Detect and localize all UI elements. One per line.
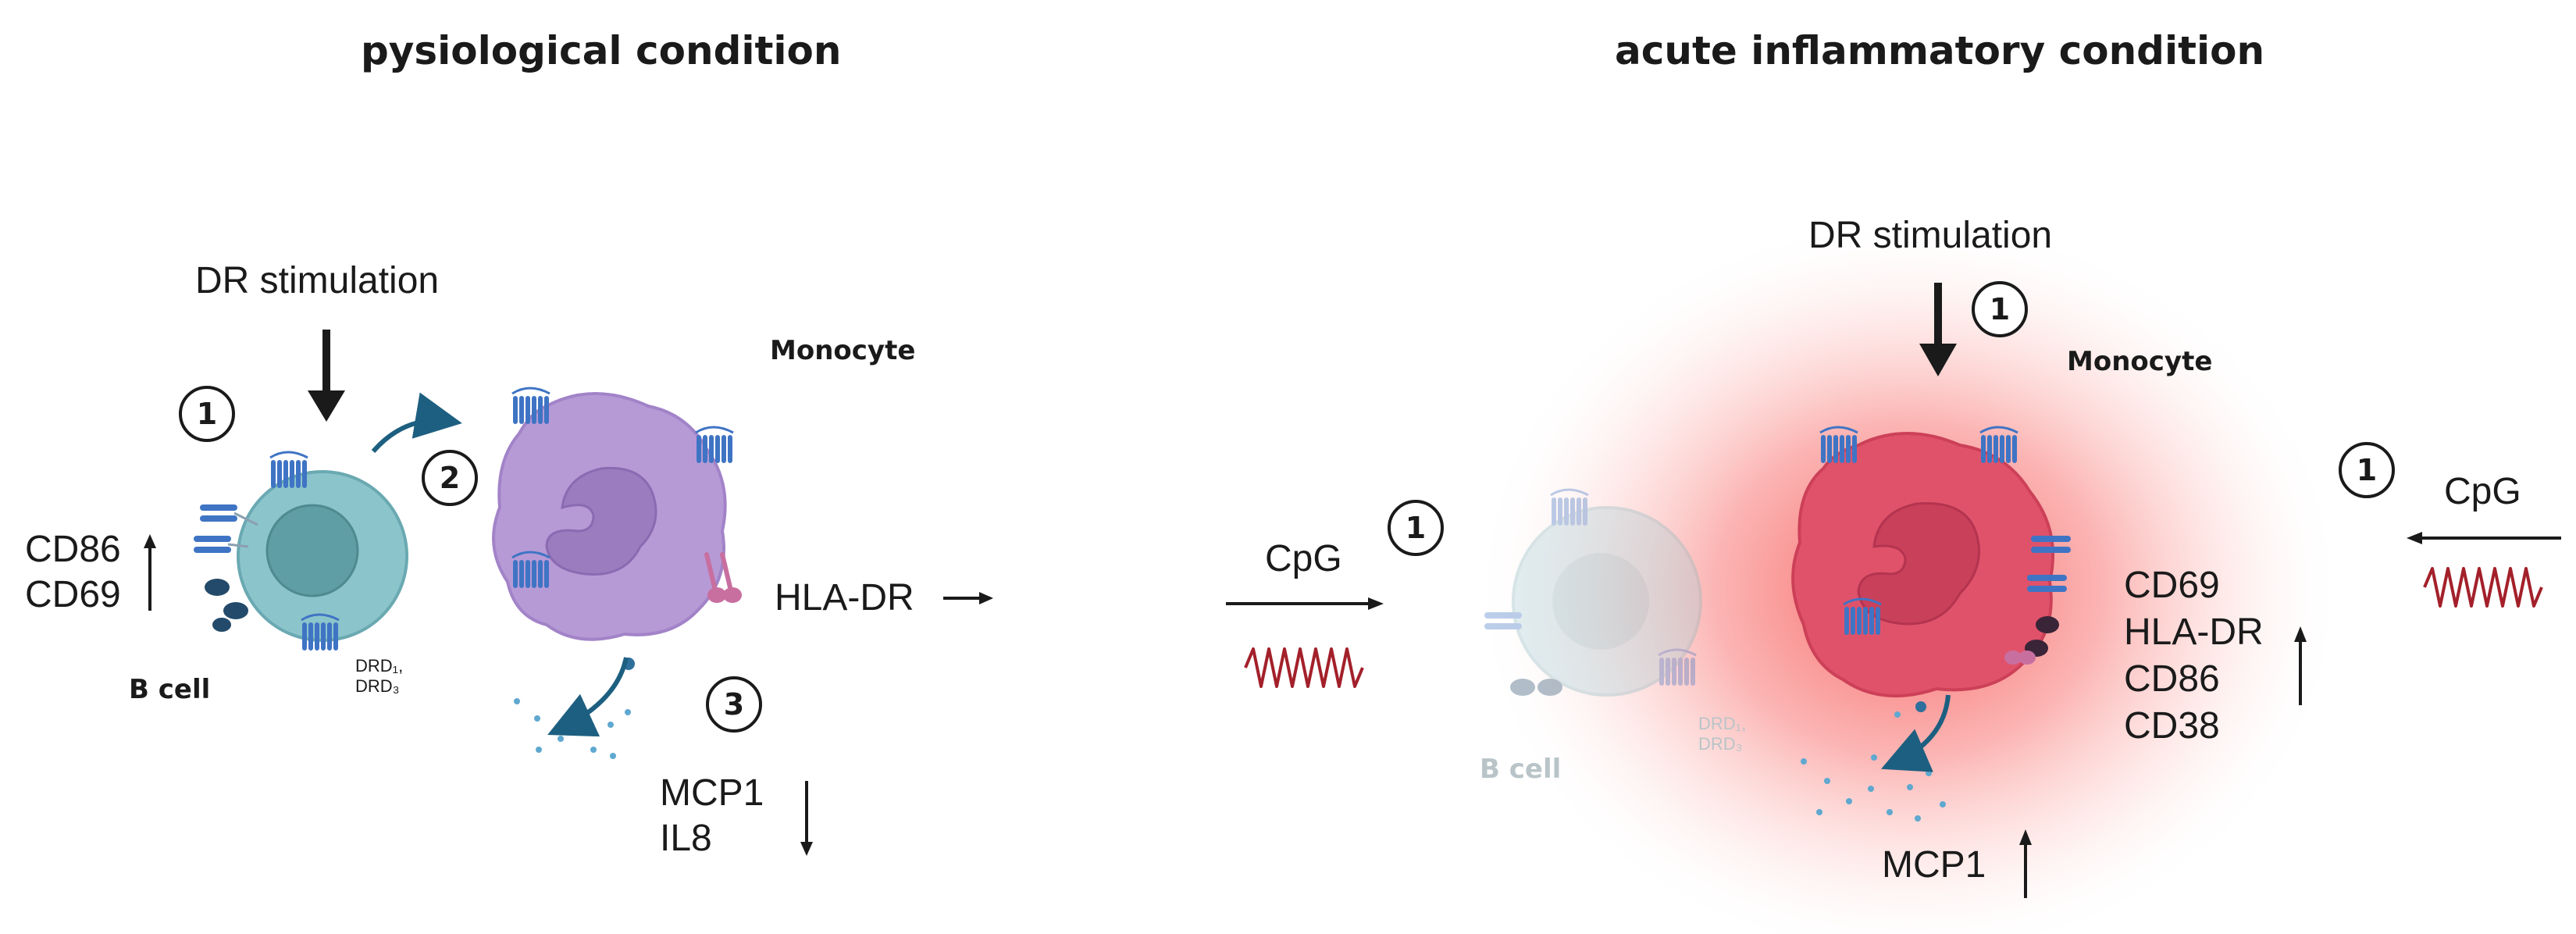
left-monocyte-marker: HLA-DR	[775, 577, 914, 619]
left-bcell-marker-1: CD86	[25, 529, 121, 570]
left-receptor-label-1: DRD₁,	[355, 656, 404, 676]
left-secretion-curve-arrow	[547, 657, 629, 737]
left-cytokine-2: IL8	[660, 818, 712, 859]
right-monocyte-label: Monocyte	[2067, 346, 2213, 377]
right-secreted-cytokines	[1801, 701, 1946, 822]
left-cytokine-arrow	[800, 781, 813, 856]
right-step-1-badge-right: 1	[2339, 442, 2395, 498]
left-stimulus-label: DR stimulation	[195, 260, 440, 301]
left-b-cell	[194, 452, 408, 648]
right-cpg-left-wave	[1244, 647, 1364, 688]
left-cytokine-1: MCP1	[660, 772, 764, 814]
left-receptor-label-2: DRD₃	[355, 676, 400, 696]
right-cytokine-arrow	[2019, 829, 2032, 898]
left-bcell-marker-2: CD69	[25, 574, 121, 615]
right-bcell-label: B cell	[1480, 754, 1562, 785]
right-cpg-right-wave	[2423, 567, 2543, 608]
left-bcell-marker-arrow	[144, 534, 156, 611]
right-monocyte-marker-arrow	[2294, 626, 2307, 705]
right-cytokine: MCP1	[1882, 844, 1986, 886]
left-step-1-badge: 1	[179, 386, 235, 442]
right-step-1-badge-top: 1	[1972, 281, 2028, 337]
left-signal-curve-arrow	[371, 392, 462, 453]
left-panel-title: pysiological condition	[361, 28, 842, 73]
right-monocyte-marker-2: HLA-DR	[2124, 611, 2264, 653]
right-cpg-right-label: CpG	[2444, 471, 2521, 512]
left-hla-arrow	[943, 592, 993, 604]
right-monocyte-marker-3: CD86	[2124, 658, 2220, 700]
left-step-3-badge: 3	[706, 676, 762, 733]
right-step-1-badge-left: 1	[1388, 500, 1444, 556]
left-monocyte-label: Monocyte	[770, 335, 916, 366]
right-monocyte-marker-1: CD69	[2124, 565, 2220, 606]
left-stimulation-arrow	[308, 330, 345, 422]
right-panel-title: acute inflammatory condition	[1615, 28, 2265, 73]
left-secreted-cytokines	[514, 658, 635, 759]
right-monocyte	[1791, 427, 2071, 698]
right-receptor-label-1: DRD₁,	[1698, 714, 1747, 733]
right-cpg-right-arrow	[2407, 532, 2561, 544]
left-bcell-label: B cell	[129, 674, 211, 705]
right-b-cell	[1484, 490, 1702, 697]
right-cpg-left-arrow	[1226, 597, 1384, 610]
right-stimulus-label: DR stimulation	[1808, 215, 2053, 256]
left-monocyte	[492, 388, 742, 641]
right-receptor-label-2: DRD₃	[1698, 734, 1743, 754]
right-stimulation-arrow	[1919, 283, 1957, 376]
left-step-2-badge: 2	[422, 450, 478, 506]
right-monocyte-marker-4: CD38	[2124, 705, 2220, 747]
right-cpg-left-label: CpG	[1265, 538, 1342, 579]
right-secretion-curve-arrow	[1880, 694, 1951, 772]
